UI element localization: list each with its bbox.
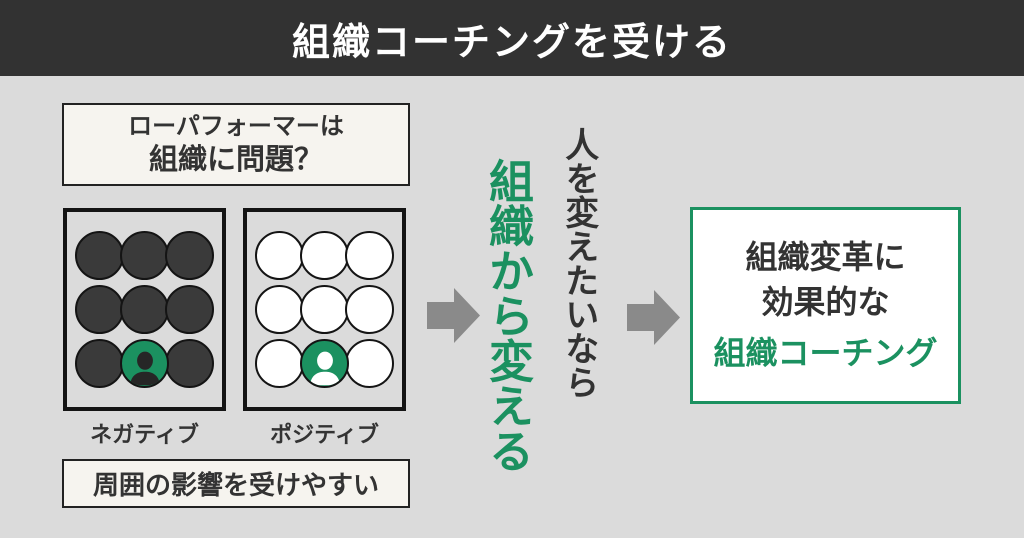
vertical-statement-black: 人を変えたいなら [559,127,598,399]
member-circle [120,231,169,280]
question-line-2: 組織に問題？ [148,143,323,176]
arrow-right-icon [427,288,480,343]
member-row [255,231,394,280]
member-row [255,285,394,334]
member-circle [165,231,214,280]
result-line-3: 組織コーチング [713,334,938,371]
question-line-1: ローパフォーマーは [128,112,344,140]
businessman-icon [309,351,340,386]
member-circle [75,339,124,388]
influence-box: 周囲の影響を受けやすい [62,459,410,508]
member-circle [300,285,349,334]
businessman-icon [129,351,160,386]
question-box: ローパフォーマーは 組織に問題？ [62,103,410,186]
member-circle [300,231,349,280]
page-title: 組織コーチングを受ける [291,21,732,64]
member-circle [345,285,394,334]
influence-text: 周囲の影響を受けやすい [92,470,379,500]
result-line-1: 組織変革に [745,239,906,275]
result-line-2: 効果的な [761,284,890,321]
member-circle [75,285,124,334]
member-row [75,231,214,280]
result-box: 組織変革に 効果的な 組織コーチング [690,207,961,404]
member-circle [255,339,304,388]
highlighted-member-circle [120,339,169,388]
member-circle [75,231,124,280]
member-row [75,285,214,334]
vertical-statement-green: 組織から変える [482,158,533,473]
member-circle [255,285,304,334]
member-circle [165,339,214,388]
member-circle [255,231,304,280]
member-circle [165,285,214,334]
positive-label: ポジティブ [270,422,379,447]
member-row [255,339,394,388]
member-row [75,339,214,388]
negative-group-grid [63,208,226,411]
member-circle [345,231,394,280]
member-circle [120,285,169,334]
highlighted-member-circle [300,339,349,388]
arrow-right-icon [627,290,680,345]
negative-label: ネガティブ [90,422,199,447]
positive-group-grid [243,208,406,411]
header-bar: 組織コーチングを受ける [0,0,1024,76]
member-circle [345,339,394,388]
